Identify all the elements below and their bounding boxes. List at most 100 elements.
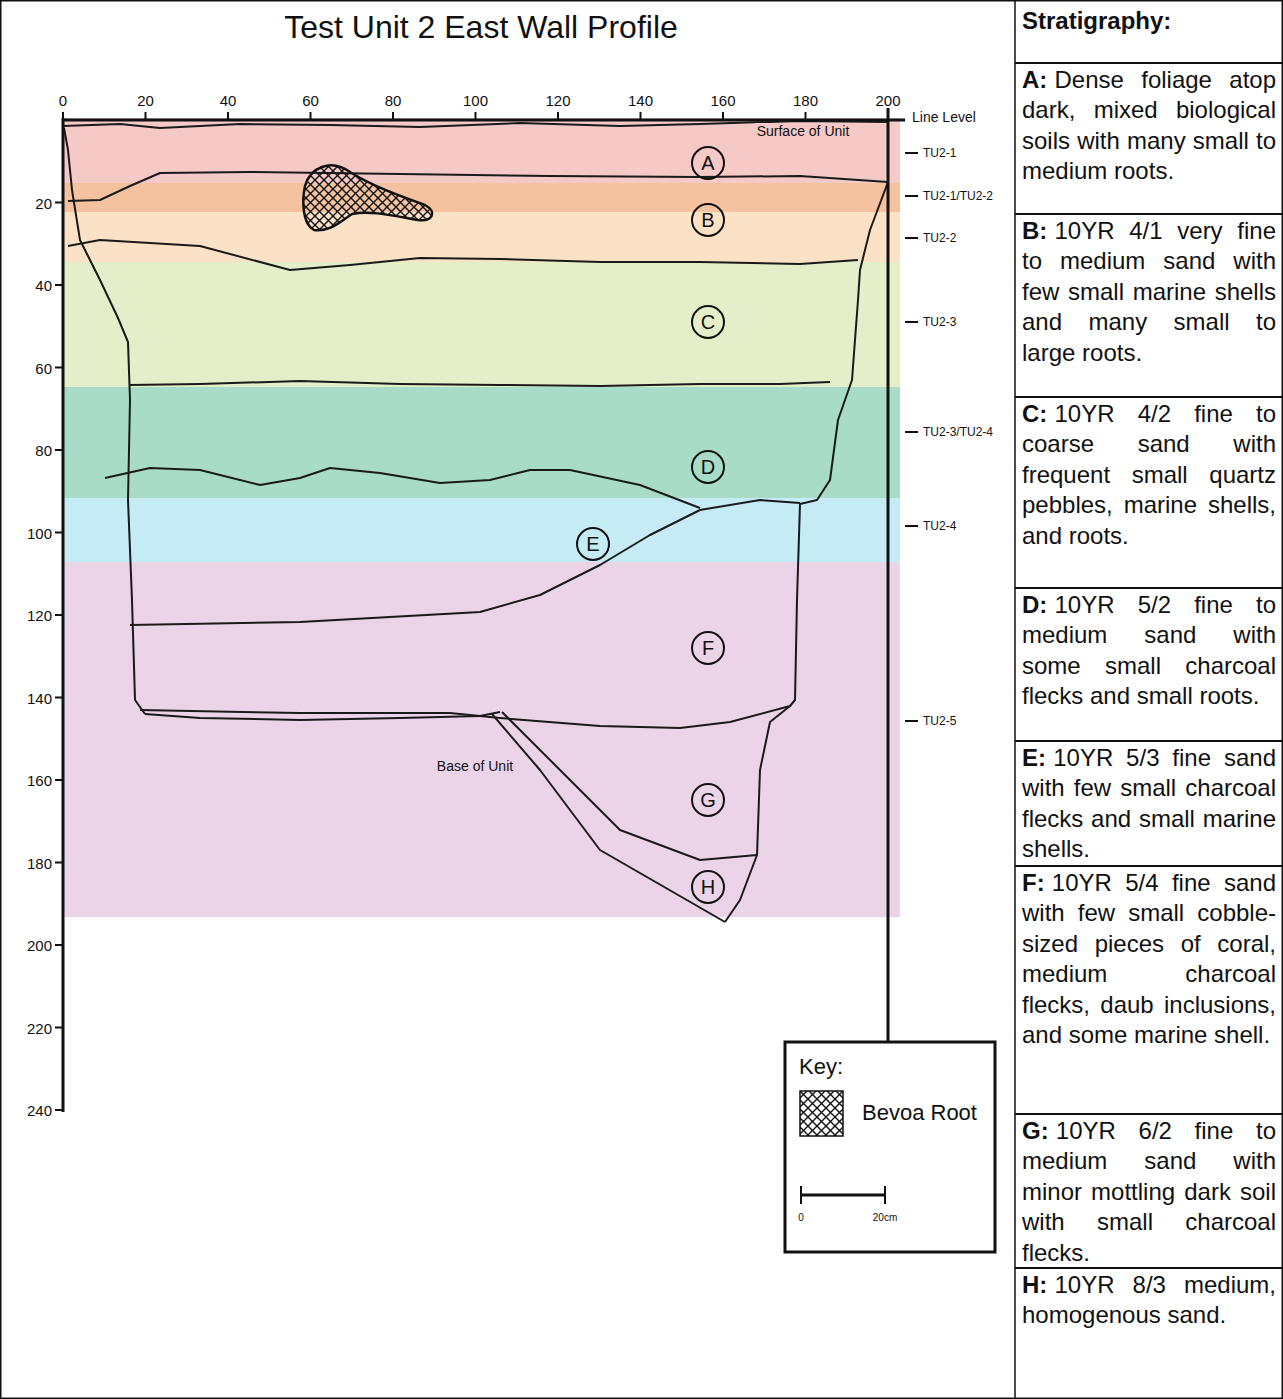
layer-letter: G [700,789,716,812]
axis-number: 100 [27,524,52,541]
level-tick [905,431,918,433]
profile-label: Base of Unit [437,758,513,774]
scale-end [800,1186,802,1204]
stratum-row: C:10YR 4/2 fine to coarse sand with freq… [1015,396,1283,587]
top-tick [640,112,642,120]
left-tick [55,862,63,864]
row-heading: G: [1022,1117,1049,1144]
axis-number: 180 [27,854,52,871]
axis-number: 20 [35,194,52,211]
layer-lines [63,121,888,922]
left-tick [55,697,63,699]
scale-label: 0 [798,1212,804,1223]
layer-callout: G [691,783,725,817]
row-heading: Stratigraphy: [1022,7,1171,34]
top-tick [722,112,724,120]
axis-number: 160 [27,772,52,789]
axis-number: 200 [27,937,52,954]
axis-number: 80 [385,92,402,109]
axis-number: 60 [302,92,319,109]
row-text: 10YR 5/4 fine sand with few small cobble… [1022,869,1276,1048]
level-tick [905,321,918,323]
stratum-row: F:10YR 5/4 fine sand with few small cobb… [1015,865,1283,1113]
level-label: TU2-4 [923,519,956,533]
left-tick [55,779,63,781]
level-label: TU2-5 [923,714,956,728]
line-bc [68,240,858,270]
left-tick [55,367,63,369]
layer-letter: H [701,876,715,899]
row-text: 10YR 4/1 very fine to medium sand with f… [1022,217,1276,366]
diagram-title: Test Unit 2 East Wall Profile [284,9,678,46]
legend-swatch [799,1090,844,1137]
axis-number: 240 [27,1102,52,1119]
line-ab [68,172,888,201]
legend-text: Bevoa Root [862,1100,977,1126]
swatch-hatch [800,1091,843,1136]
row-heading: A: [1022,66,1047,93]
left-tick [55,449,63,451]
left-tick [55,944,63,946]
right-axis [887,108,890,1042]
top-tick [557,112,559,120]
profile-label: Line Level [912,109,976,125]
axis-number: 120 [27,607,52,624]
top-tick [475,112,477,120]
axis-number: 40 [220,92,237,109]
layer-letter: A [701,152,714,175]
axis-number: 80 [35,442,52,459]
axis-number: 220 [27,1019,52,1036]
band-f [63,562,900,917]
top-tick [392,112,394,120]
top-tick [310,112,312,120]
layer-callout: F [691,631,725,665]
layer-callout: A [691,146,725,180]
line-de [105,468,700,508]
line-gh [502,712,757,860]
level-label: TU2-2 [923,231,956,245]
row-text: 10YR 5/3 fine sand with few small charco… [1022,744,1276,862]
stratum-row: G:10YR 6/2 fine to medium sand with mino… [1015,1113,1283,1267]
left-wall [64,128,145,714]
top-tick [805,112,807,120]
stratum-row: B:10YR 4/1 very fine to medium sand with… [1015,213,1283,396]
level-tick [905,720,918,722]
top-tick [62,112,64,120]
soil-bands [63,118,900,917]
left-tick [55,284,63,286]
axes [55,108,918,1112]
band-e [63,498,900,562]
axis-number: 40 [35,277,52,294]
axis-number: 180 [793,92,818,109]
layer-callout: C [691,305,725,339]
axis-number: 160 [710,92,735,109]
axis-number: 20 [137,92,154,109]
level-label: TU2-1/TU2-2 [923,189,993,203]
layer-letter: C [701,311,715,334]
layer-letter: E [586,533,599,556]
axis-number: 140 [628,92,653,109]
left-tick [55,532,63,534]
axis-number: 0 [59,92,67,109]
row-heading: H: [1022,1271,1047,1298]
layer-callout: B [691,203,725,237]
tick-marks [55,112,918,1110]
line-cd [130,381,830,386]
axis-number: 60 [35,359,52,376]
level-label: TU2-1 [923,146,956,160]
row-text: 10YR 4/2 fine to coarse sand with freque… [1022,400,1276,549]
row-heading: B: [1022,217,1047,244]
band-c [63,262,900,387]
stratum-row: D:10YR 5/2 fine to medium sand with some… [1015,587,1283,740]
layer-letter: B [701,209,714,232]
stratum-row: H:10YR 8/3 medium, homogenous sand. [1015,1267,1283,1399]
stratum-row: A:Dense foliage atop dark, mixed biologi… [1015,62,1283,213]
layer-callout: E [576,527,610,561]
row-text: 10YR 6/2 fine to medium sand with minor … [1022,1117,1276,1266]
line-ef [130,500,800,625]
top-axis [63,119,905,122]
top-tick [887,112,889,120]
axis-number: 120 [545,92,570,109]
